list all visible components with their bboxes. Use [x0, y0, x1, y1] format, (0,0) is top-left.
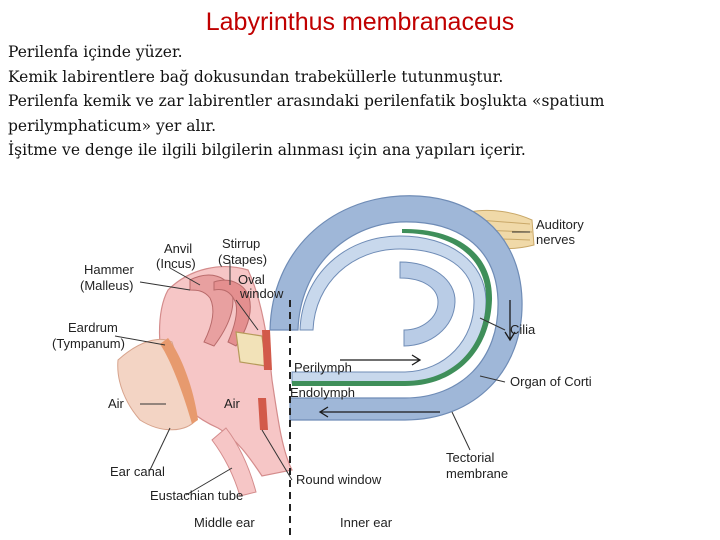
label-ear-canal: Ear canal — [110, 464, 165, 479]
label-middle-ear: Middle ear — [194, 515, 255, 530]
label-nerves: nerves — [536, 232, 576, 247]
spiral-center — [399, 261, 456, 347]
label-inner-ear: Inner ear — [340, 515, 393, 530]
label-hammer: Hammer — [84, 262, 135, 277]
label-oval: Oval — [238, 272, 265, 287]
cochlea-outer-duct — [269, 195, 523, 421]
label-air-mid: Air — [224, 396, 241, 411]
label-organ-of-corti: Organ of Corti — [510, 374, 592, 389]
label-malleus: (Malleus) — [80, 278, 133, 293]
eustachian-tube-shape — [211, 427, 257, 497]
label-membrane: membrane — [446, 466, 508, 481]
slide-body: Perilenfa içinde yüzer. Kemik labirentle… — [8, 40, 713, 163]
stirrup-bone — [235, 331, 267, 367]
cochlea-inner-spiral — [291, 235, 487, 384]
body-line-4: perilymphaticum» yer alır. — [8, 116, 217, 135]
label-tympanum: (Tympanum) — [52, 336, 125, 351]
label-cilia: Cilia — [510, 322, 536, 337]
label-incus: (Incus) — [156, 256, 196, 271]
label-stirrup: Stirrup — [222, 236, 260, 251]
leader-lines — [114, 231, 530, 496]
eardrum-shape — [160, 338, 198, 424]
body-line-5: İşitme ve denge ile ilgili bilgilerin al… — [8, 141, 526, 159]
anvil-bone — [213, 279, 251, 347]
label-air-left: Air — [108, 396, 125, 411]
body-line-1: Perilenfa içinde yüzer. — [8, 43, 183, 61]
label-endolymph: Endolymph — [290, 385, 355, 400]
label-eardrum: Eardrum — [68, 320, 118, 335]
label-round-window: Round window — [296, 472, 382, 487]
label-stapes: (Stapes) — [218, 252, 267, 267]
label-eustachian-tube: Eustachian tube — [150, 488, 243, 503]
flow-arrow-lower — [318, 406, 440, 418]
body-line-3: Perilenfa kemik ve zar labirentler arası… — [8, 92, 605, 110]
slide-title: Labyrinthus membranaceus — [205, 8, 515, 36]
label-auditory: Auditory — [536, 217, 584, 232]
label-perilymph: Perilymph — [294, 360, 352, 375]
label-window: window — [239, 286, 284, 301]
label-tectorial: Tectorial — [446, 450, 495, 465]
flow-arrow-right — [504, 300, 516, 342]
flow-arrow-upper — [340, 354, 422, 366]
body-line-2: Kemik labirentlere bağ dokusundan trabek… — [8, 67, 504, 86]
oval-window-shape — [262, 330, 272, 370]
label-anvil: Anvil — [164, 241, 192, 256]
round-window-shape — [258, 398, 268, 430]
